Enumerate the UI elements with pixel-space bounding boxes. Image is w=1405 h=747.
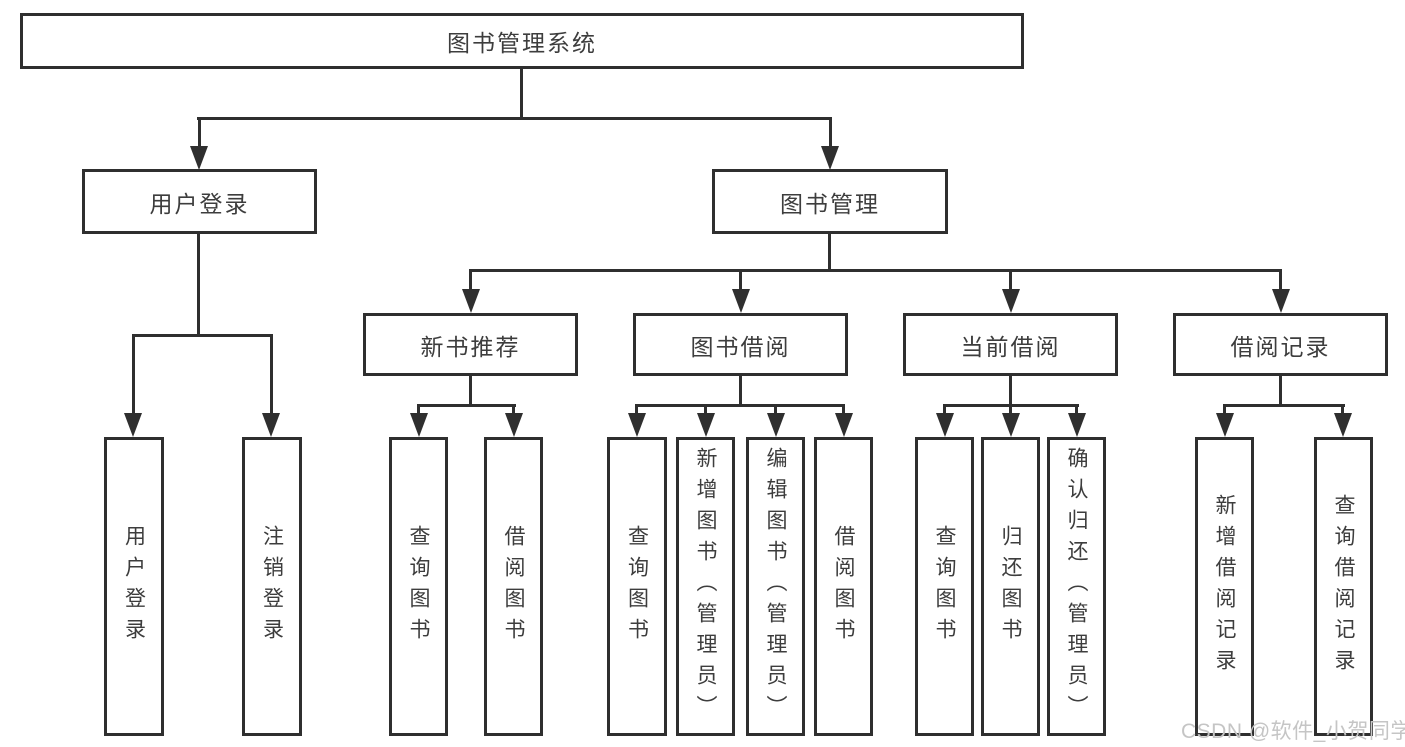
arrowhead-icon [462,289,480,313]
connector-line [1279,269,1282,291]
leaf-borrow-books: 借阅图书 [814,437,873,736]
arrowhead-icon [697,413,715,437]
leaf-add-books-admin: 新增图书（管理员） [676,437,735,736]
leaf-label: 归还图书 [999,524,1022,649]
arrowhead-icon [936,413,954,437]
leaf-borrow-books-newbooks: 借阅图书 [484,437,543,736]
connector-line [520,69,523,120]
connector-line [739,269,742,291]
node-new-books: 新书推荐 [363,313,578,376]
connector-line [829,117,832,148]
leaf-confirm-return-admin: 确认归还（管理员） [1047,437,1106,736]
connector-line [1223,404,1226,416]
arrowhead-icon [1216,413,1234,437]
arrowhead-icon [1002,289,1020,313]
connector-line [469,269,1282,272]
leaf-label: 新增图书（管理员） [694,447,717,726]
connector-line [635,404,638,416]
connector-line [704,404,707,416]
connector-line [842,404,845,416]
leaf-label: 用户登录 [122,524,146,649]
connector-line [198,117,201,148]
connector-line [270,334,273,416]
arrowhead-icon [1334,413,1352,437]
leaf-query-borrow-record: 查询借阅记录 [1314,437,1373,736]
connector-line [469,376,472,406]
arrowhead-icon [1068,413,1086,437]
arrowhead-icon [190,146,208,170]
leaf-return-books: 归还图书 [981,437,1040,736]
leaf-label: 查询借阅记录 [1332,493,1355,680]
connector-line [774,404,777,416]
connector-line [417,404,516,407]
arrowhead-icon [767,413,785,437]
leaf-query-books-current: 查询图书 [915,437,974,736]
connector-line [828,233,831,272]
leaf-label: 新增借阅记录 [1213,493,1236,680]
connector-line [512,404,515,416]
leaf-add-borrow-record: 新增借阅记录 [1195,437,1254,736]
connector-line [197,117,832,120]
leaf-query-books-borrow: 查询图书 [607,437,667,736]
arrowhead-icon [124,413,142,437]
leaf-label: 查询图书 [407,524,430,649]
node-borrow-records: 借阅记录 [1173,313,1388,376]
arrowhead-icon [821,146,839,170]
connector-line [132,334,135,416]
connector-line [1009,269,1012,291]
watermark: CSDN @软件_小贺同学 [1181,720,1405,743]
connector-line [635,404,845,407]
node-user-login: 用户登录 [82,169,317,234]
node-current-borrow: 当前借阅 [903,313,1118,376]
node-book-borrow: 图书借阅 [633,313,848,376]
leaf-edit-books-admin: 编辑图书（管理员） [746,437,805,736]
connector-line [1279,376,1282,406]
leaf-label: 借阅图书 [832,524,855,649]
arrowhead-icon [628,413,646,437]
connector-line [1223,404,1345,407]
connector-line [1341,404,1344,416]
arrowhead-icon [835,413,853,437]
arrowhead-icon [1272,289,1290,313]
arrowhead-icon [1002,413,1020,437]
connector-line [1009,404,1012,416]
connector-line [739,376,742,406]
connector-line [1075,404,1078,416]
connector-line [417,404,420,416]
leaf-label: 查询图书 [625,524,649,649]
node-root: 图书管理系统 [20,13,1024,69]
connector-line [469,269,472,291]
arrowhead-icon [505,413,523,437]
leaf-label: 查询图书 [933,524,956,649]
connector-line [197,234,200,337]
leaf-logout-login: 注销登录 [242,437,302,736]
node-book-mgmt: 图书管理 [712,169,948,234]
connector-line [132,334,273,337]
leaf-label: 借阅图书 [502,524,525,649]
connector-line [943,404,946,416]
leaf-query-books-newbooks: 查询图书 [389,437,448,736]
arrowhead-icon [732,289,750,313]
leaf-label: 注销登录 [260,524,284,649]
leaf-label: 确认归还（管理员） [1065,447,1088,726]
arrowhead-icon [262,413,280,437]
leaf-label: 编辑图书（管理员） [764,447,787,726]
leaf-user-login: 用户登录 [104,437,164,736]
connector-line [1009,376,1012,406]
arrowhead-icon [410,413,428,437]
